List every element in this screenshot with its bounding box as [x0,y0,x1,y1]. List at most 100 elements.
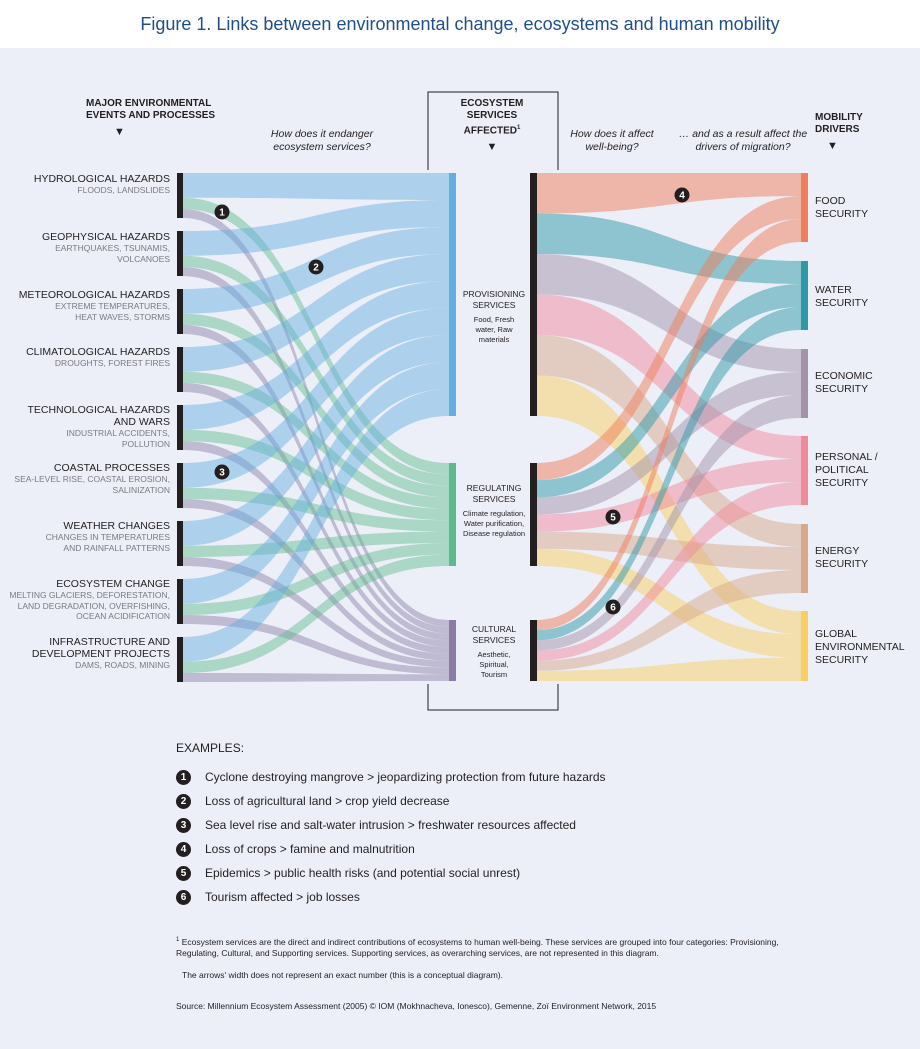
source-line: Source: Millennium Ecosystem Assessment … [176,1001,657,1011]
question-endanger: How does it endanger ecosystem services? [270,128,374,153]
example-number-icon: 6 [176,889,191,905]
event-infrastructure: INFRASTRUCTURE AND DEVELOPMENT PROJECTS … [0,636,170,671]
driver-energy: ENERGY SECURITY [815,545,869,570]
ecosystem-footnote-ref: 1 [517,125,521,131]
flow-band [537,531,801,570]
svg-text:3: 3 [219,468,225,479]
driver-bar [801,261,808,330]
driver-bar [801,611,808,681]
event-sub: INDUSTRIAL ACCIDENTS, POLLUTION [66,428,170,449]
flow-band [183,197,449,475]
footnote-number: 1 [176,937,180,943]
flow-band [183,383,449,648]
flow-band [537,657,801,681]
service-regulating: REGULATING SERVICES Climate regulation, … [456,483,532,539]
event-title: HYDROLOGICAL HAZARDS [33,173,170,185]
event-hydrological: HYDROLOGICAL HAZARDS FLOODS, LANDSLIDES [0,173,170,196]
ecosystem-header: ECOSYSTEM SERVICES AFFECTED1 ▼ [440,98,544,153]
flow-band [537,219,801,631]
service-cultural: CULTURAL SERVICES Aesthetic, Spiritual, … [456,624,532,680]
example-text: Loss of agricultural land > crop yield d… [205,794,450,808]
left-flows [183,173,449,682]
flow-band [537,482,801,661]
marker-4-icon: 4 [674,187,690,203]
event-title: TECHNOLOGICAL HAZARDS AND WARS [27,404,170,428]
examples-title: EXAMPLES: [176,741,245,755]
flow-band [537,395,801,651]
driver-bar [801,173,808,242]
flow-band [537,372,801,515]
flow-band [183,543,449,615]
flow-band [537,173,801,214]
event-geophysical: GEOPHYSICAL HAZARDS EARTHQUAKES, TSUNAMI… [0,231,170,264]
event-technological: TECHNOLOGICAL HAZARDS AND WARS INDUSTRIA… [0,404,170,449]
event-weather: WEATHER CHANGES CHANGES IN TEMPERATURES … [0,520,170,553]
flow-band [537,307,801,641]
flow-band [537,570,801,671]
flow-band [183,615,449,675]
figure-title: Figure 1. Links between environmental ch… [0,0,920,48]
driver-economic: ECONOMIC SECURITY [815,370,873,395]
event-meteorological: METEOROLOGICAL HAZARDS EXTREME TEMPERATU… [0,289,170,322]
example-number-icon: 2 [176,793,191,809]
marker-6-icon: 6 [605,599,621,615]
node-bars [177,173,808,682]
events-header-text: MAJOR ENVIRONMENTAL EVENTS AND PROCESSES [86,98,216,121]
driver-bar [801,524,808,593]
svg-text:4: 4 [679,191,685,202]
svg-text:5: 5 [610,513,616,524]
flow-band [183,554,449,673]
example-number-icon: 1 [176,769,191,785]
footnote-text: Ecosystem services are the direct and in… [176,936,779,958]
flow-band [183,267,449,634]
service-title: REGULATING SERVICES [466,483,522,504]
question-drivers: … and as a result affect the drivers of … [678,128,808,153]
event-bar [177,405,183,450]
event-climatological: CLIMATOLOGICAL HAZARDS DROUGHTS, FOREST … [0,346,170,369]
event-bar [177,637,183,682]
flow-band [183,200,449,256]
flow-band [183,371,449,509]
service-sub: Climate regulation, Water purification, … [462,509,526,538]
service-bar-right [530,173,537,416]
example-text: Loss of crops > famine and malnutrition [205,842,415,856]
event-sub: EXTREME TEMPERATURES, HEAT WAVES, STORMS [55,301,170,322]
event-sub: MELTING GLACIERS, DEFORESTATION, LAND DE… [9,590,170,621]
service-provisioning: PROVISIONING SERVICES Food, Fresh water,… [456,289,532,345]
event-ecosystem-change: ECOSYSTEM CHANGE MELTING GLACIERS, DEFOR… [0,578,170,622]
frame-top [427,91,559,170]
flow-band [183,499,449,661]
frame-bottom [427,684,559,711]
flow-band [183,281,449,430]
event-bar [177,173,183,218]
flow-band [183,389,449,662]
service-sub: Aesthetic, Spiritual, Tourism [477,650,511,679]
event-sub: EARTHQUAKES, TSUNAMIS, VOLCANOES [55,243,170,264]
mobility-arrow-icon: ▼ [827,140,838,152]
event-title: WEATHER CHANGES [63,520,170,532]
service-bar-right [530,463,537,566]
flow-band [183,335,449,546]
footnote-note: The arrows' width does not represent an … [182,970,504,980]
event-title: ECOSYSTEM CHANGE [56,578,170,590]
flow-band [183,673,449,682]
question-wellbeing: How does it affect well-being? [570,128,654,153]
flow-band [183,173,449,200]
example-text: Sea level rise and salt-water intrusion … [205,818,576,832]
footnote: 1 Ecosystem services are the direct and … [176,935,816,959]
driver-global: GLOBAL ENVIRONMENTAL SECURITY [815,628,905,666]
event-title: GEOPHYSICAL HAZARDS [42,231,170,243]
service-sub: Food, Fresh water, Raw materials [473,315,515,344]
event-title: METEOROLOGICAL HAZARDS [18,289,170,301]
flow-band [537,459,801,532]
marker-1-icon: 1 [214,204,230,220]
event-title: CLIMATOLOGICAL HAZARDS [26,346,170,358]
flow-band [183,254,449,372]
event-bar [177,463,183,508]
